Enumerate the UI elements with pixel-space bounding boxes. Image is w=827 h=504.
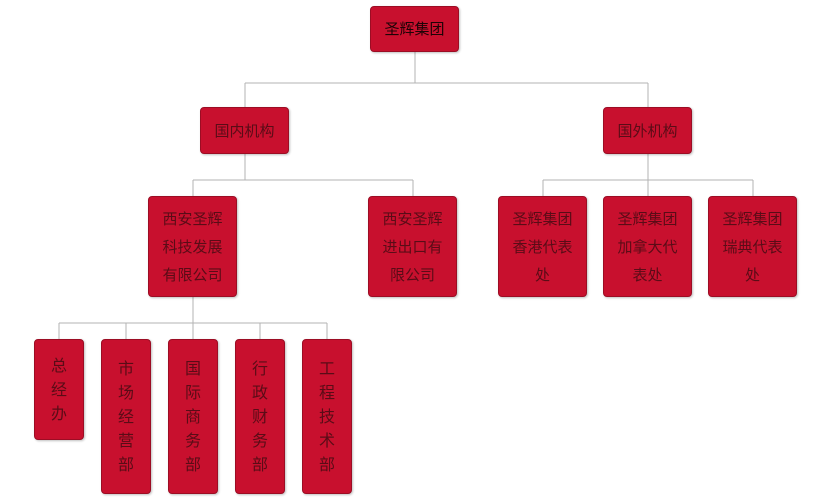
node-international-dept[interactable]: 国际商务部 (168, 339, 218, 494)
node-keji-company-label: 西安圣辉 科技发展 有限公司 (162, 209, 223, 284)
node-overseas-label: 国外机构 (617, 121, 678, 140)
node-hongkong-office[interactable]: 圣辉集团 香港代表 处 (498, 196, 587, 297)
node-canada-office[interactable]: 圣辉集团 加拿大代 表处 (603, 196, 692, 297)
node-engineering-dept[interactable]: 工程技术部 (302, 339, 352, 494)
node-keji-company[interactable]: 西安圣辉 科技发展 有限公司 (148, 196, 237, 297)
node-import-export-company[interactable]: 西安圣辉 进出口有 限公司 (368, 196, 457, 297)
node-sweden-office-label: 圣辉集团 瑞典代表 处 (722, 209, 783, 284)
node-overseas[interactable]: 国外机构 (603, 107, 692, 154)
node-domestic-label: 国内机构 (214, 121, 275, 140)
node-general-office[interactable]: 总经办 (34, 339, 84, 440)
node-hongkong-office-label: 圣辉集团 香港代表 处 (512, 209, 573, 284)
node-root[interactable]: 圣辉集团 (370, 6, 459, 52)
node-import-export-company-label: 西安圣辉 进出口有 限公司 (382, 209, 443, 284)
node-root-label: 圣辉集团 (384, 20, 445, 38)
node-canada-office-label: 圣辉集团 加拿大代 表处 (617, 209, 678, 284)
node-general-office-label: 总经办 (50, 355, 67, 423)
node-engineering-dept-label: 工程技术部 (318, 358, 335, 474)
node-marketing-dept-label: 市场经营部 (117, 358, 134, 474)
node-sweden-office[interactable]: 圣辉集团 瑞典代表 处 (708, 196, 797, 297)
node-admin-finance-dept[interactable]: 行政财务部 (235, 339, 285, 494)
node-marketing-dept[interactable]: 市场经营部 (101, 339, 151, 494)
node-international-dept-label: 国际商务部 (184, 358, 201, 474)
node-admin-finance-dept-label: 行政财务部 (251, 358, 268, 474)
node-domestic[interactable]: 国内机构 (200, 107, 289, 154)
